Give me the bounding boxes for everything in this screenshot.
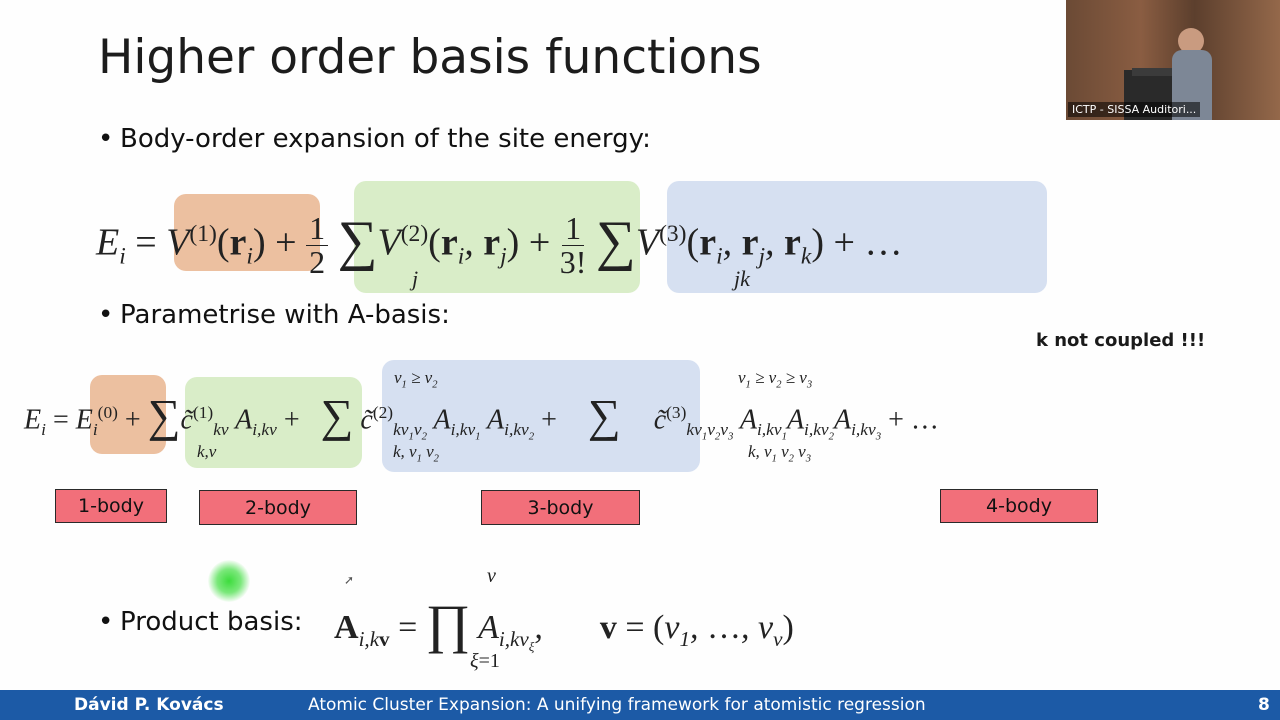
bullet-parametrise-text: Parametrise with A-basis: xyxy=(120,300,450,330)
sum-index-j: j xyxy=(412,266,419,291)
sum-index-kv1v2: k, v1 v2 xyxy=(393,442,439,465)
sum-upper-v1v2v3: v1 ≥ v2 ≥ v3 xyxy=(738,368,813,391)
box-three-body-term xyxy=(382,360,700,472)
footer-page-number: 8 xyxy=(1258,695,1270,715)
footer-author: Dávid P. Kovács xyxy=(74,695,224,715)
equation-a-basis: Ei = Ei(0) + ∑c̃(1)kv Ai,kv + ∑ c̃(2)kv1… xyxy=(24,390,939,443)
equation-product-basis: Ai,kv = ∏ Ai,kvξ, v = (v1, …, vν) xyxy=(334,594,794,654)
bullet-product-basis: •Product basis: xyxy=(98,607,303,637)
prod-upper-nu: ν xyxy=(487,565,496,587)
footer-bar: Dávid P. Kovács Atomic Cluster Expansion… xyxy=(0,690,1280,720)
bullet-body-order: •Body-order expansion of the site energy… xyxy=(98,124,651,154)
bullet-parametrise: •Parametrise with A-basis: xyxy=(98,300,450,330)
slide-title: Higher order basis functions xyxy=(98,30,762,85)
sum-index-kv: k,v xyxy=(197,442,217,461)
box-three-body-potential xyxy=(667,181,1047,293)
box-one-body-term xyxy=(90,375,166,454)
bullet-product-basis-text: Product basis: xyxy=(120,607,303,637)
mouse-cursor-icon: ➚ xyxy=(344,573,355,587)
note-k-not-coupled: k not coupled !!! xyxy=(1036,330,1206,351)
box-two-body-term xyxy=(185,377,362,468)
box-two-body-potential xyxy=(354,181,640,293)
label-4-body: 4-body xyxy=(940,489,1098,523)
footer-talk-title: Atomic Cluster Expansion: A unifying fra… xyxy=(308,695,926,715)
sum-index-jk: jk xyxy=(734,266,750,291)
label-3-body: 3-body xyxy=(481,490,640,525)
sum-index-kv1v2v3: k, v1 v2 v3 xyxy=(748,442,811,465)
label-2-body: 2-body xyxy=(199,490,357,525)
label-1-body: 1-body xyxy=(55,489,167,523)
video-source-label: ICTP - SISSA Auditori... xyxy=(1068,102,1201,117)
box-one-body-potential xyxy=(174,194,320,271)
prod-index-xi: ξ=1 xyxy=(470,650,500,672)
bullet-body-order-text: Body-order expansion of the site energy: xyxy=(120,124,651,154)
sum-upper-v1v2: v1 ≥ v2 xyxy=(394,368,438,391)
laser-pointer xyxy=(208,560,250,602)
